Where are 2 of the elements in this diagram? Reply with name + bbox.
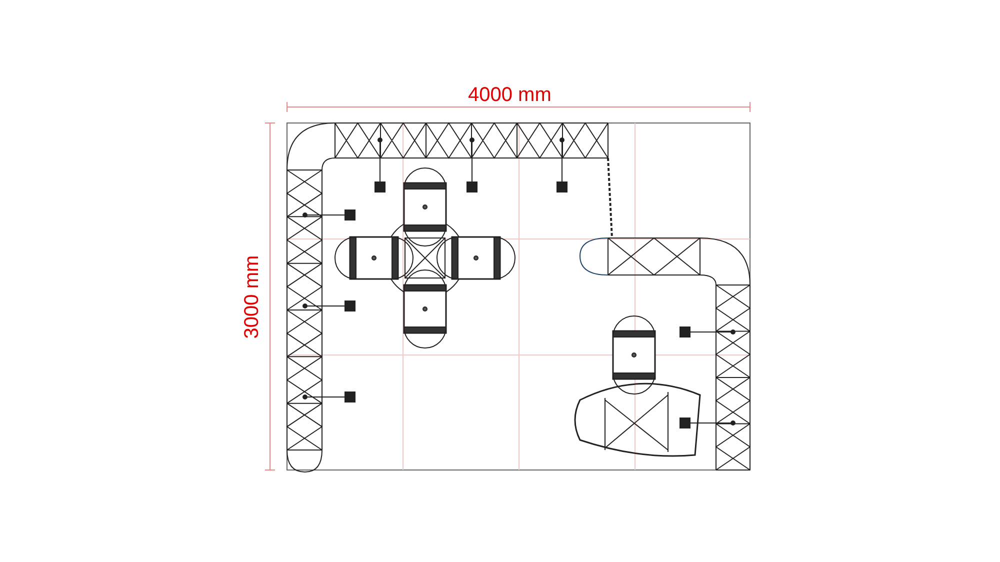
dimension-label: 4000 mm xyxy=(468,83,552,108)
dimension-label: 3000 mm xyxy=(240,254,264,341)
